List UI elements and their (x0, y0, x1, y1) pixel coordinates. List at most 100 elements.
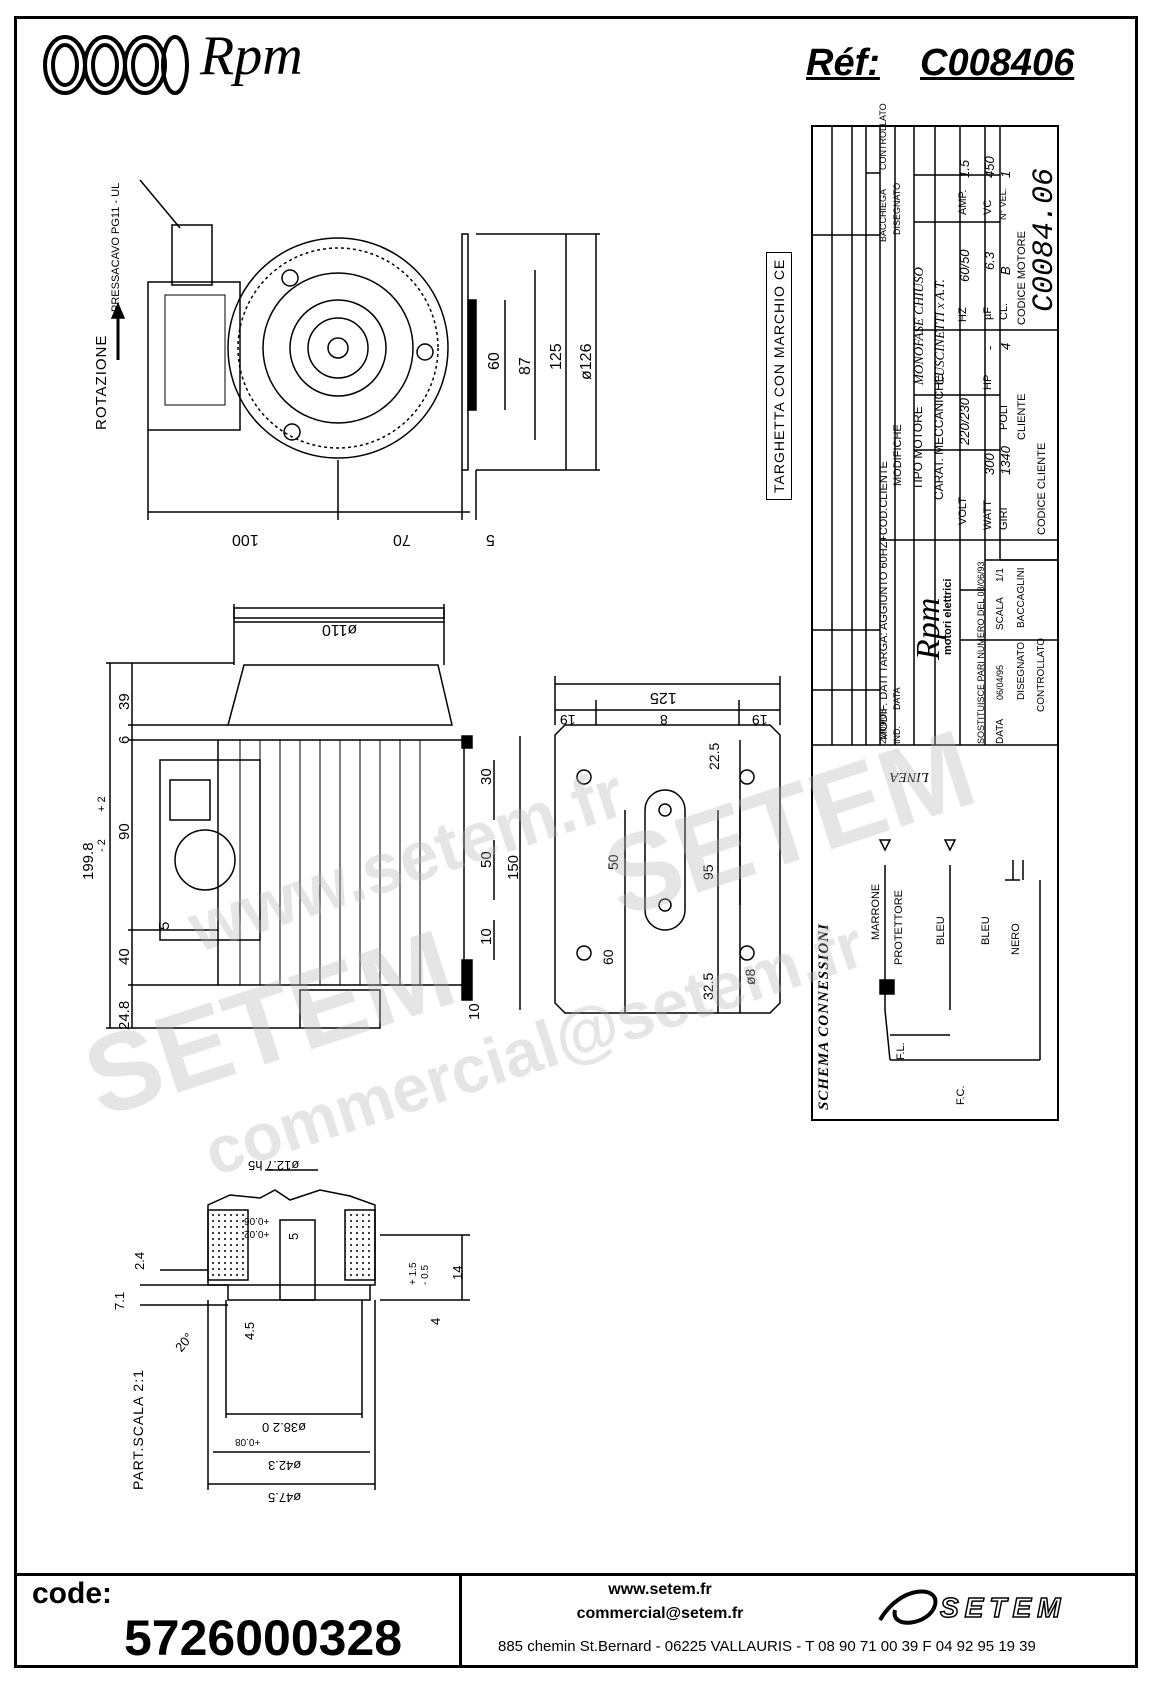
dim-60: 60 (486, 352, 503, 370)
dim-70: 70 (393, 531, 411, 548)
codice-motore-label: CODICE MOTORE (1016, 231, 1028, 325)
tipo-motore: MONOFASE CHIUSO (911, 267, 926, 385)
wire-marrone: MARRONE (870, 883, 882, 940)
flange-view (554, 676, 781, 1014)
giri-label: GIRI (998, 507, 1010, 530)
code-label: code: (32, 1577, 113, 1610)
dim-90: 90 (116, 823, 133, 840)
fl-label: F.L. (895, 1042, 907, 1060)
controllato-label: CONTROLLATO (1036, 637, 1047, 712)
setem-wordmark: SETEM (939, 1591, 1067, 1624)
dim-5b: 5 (156, 921, 173, 930)
dim-5c: 5 (286, 1232, 301, 1240)
dim-7-1: 7.1 (112, 1291, 127, 1310)
dim-d126: ø126 (578, 343, 595, 380)
disegnato-label: DISEGNATO (1016, 642, 1027, 700)
dim-2-4: 2.4 (132, 1251, 147, 1270)
nvel-label: N° VEL. (998, 187, 1008, 220)
amp-label: AMP. (957, 189, 969, 215)
coil-logo-icon (43, 35, 189, 95)
rev-col-disegnato: BACCHIEGA (878, 188, 888, 242)
dim-d110: ø110 (322, 621, 358, 638)
vc-value: 450 (982, 156, 997, 178)
brand-name: Rpm (200, 25, 303, 87)
tolerance-main: 199.8 (80, 842, 97, 880)
wiring-diagram (878, 839, 1041, 1061)
code-box: code: 5726000328 (14, 1573, 462, 1668)
dim-5: 5 (486, 531, 495, 548)
rpm-logo: Rpm (40, 25, 370, 100)
title-block-grid (811, 125, 1059, 1121)
dim-19a: 19 (560, 712, 576, 728)
cl-label: CL. (998, 302, 1010, 320)
dim-30: 30 (478, 768, 495, 785)
hz-label: HZ (957, 307, 969, 322)
nameplate-note: TARGHETTA CON MARCHIO CE (766, 251, 792, 500)
modifiche-label: MODIFICHE (892, 424, 904, 486)
nvel-value: 1 (998, 170, 1013, 178)
contact-block: www.setem.fr commercial@setem.fr (480, 1578, 840, 1626)
dim-125: 125 (548, 343, 565, 370)
fc-label: F.C. (955, 1085, 967, 1105)
tolerance-bottom: - 2 (96, 839, 108, 852)
detail-title: PART.SCALA 2:1 (130, 1369, 146, 1490)
cable-gland-label: PRESSACAVO PG11 - UL (110, 182, 122, 312)
dim-39: 39 (116, 693, 133, 710)
dim-8a: 8 (660, 712, 668, 728)
drawing-frame (14, 16, 1138, 1668)
uf-value: 6.3 (982, 251, 997, 270)
tipo-motore-label: TIPO MOTORE (911, 406, 925, 490)
dim-87: 87 (517, 357, 534, 375)
dim-10b: 10 (478, 928, 495, 945)
tol-006: +0.06 (244, 1215, 270, 1226)
cl-value: B (998, 266, 1013, 275)
dim-6: 6 (116, 735, 133, 744)
dim-19b: 19 (752, 712, 768, 728)
rev-col-controllato: CONTROLLATO (878, 103, 888, 170)
footer-divider (14, 1573, 1138, 1576)
vc-label: VC (982, 199, 994, 215)
setem-logo: SETEM (860, 1580, 1110, 1640)
cliente-label: CLIENTE (1016, 393, 1028, 440)
codice-cliente-label: CODICE CLIENTE (1036, 442, 1048, 535)
code-value: 5726000328 (124, 1610, 403, 1666)
rotation-label: ROTAZIONE (93, 334, 110, 430)
wire-bleu-1: BLEU (935, 916, 947, 945)
amp-value: 1.5 (957, 159, 972, 178)
codice-motore: C0084.06 (1028, 167, 1062, 312)
revision-text: MODIF. DATI TARGA: AGGIUNTO 60HZ+COD.CLI… (878, 461, 890, 740)
technical-drawing (106, 125, 1059, 1490)
volt-label: VOLT (957, 497, 969, 525)
ref-label: Réf: (806, 42, 880, 84)
tol-002: +0.02 (244, 1228, 270, 1239)
tolerance-value: 199.8 (80, 842, 97, 880)
dim-4-5: 4.5 (242, 1321, 257, 1340)
data-value: 06/04/95 (995, 664, 1005, 700)
dim-14: 14 (450, 1265, 465, 1280)
disegnato-value: BACCAGLINI (1016, 567, 1027, 628)
ref-value: C008406 (920, 42, 1075, 84)
giri-value: 1340 (998, 446, 1013, 475)
protettore-label: PROTETTORE (893, 890, 905, 965)
dim-100: 100 (232, 531, 259, 548)
tol-008: +0.08 (235, 1436, 261, 1447)
data-header: DATA (892, 687, 902, 710)
uf-label: µF (982, 306, 994, 320)
email-link[interactable]: commercial@setem.fr (576, 1605, 744, 1622)
side-view (106, 604, 521, 1029)
hp-value: - (982, 345, 997, 350)
dim-125b: 125 (650, 689, 677, 706)
address-line: 885 chemin St.Bernard - 06225 VALLAURIS … (498, 1638, 1036, 1655)
dim-d47-5: ø47.5 (268, 1490, 302, 1505)
scala-value: 1/1 (995, 568, 1006, 582)
dim-40: 40 (116, 948, 133, 965)
dim-60b: 60 (600, 949, 616, 965)
front-view (110, 179, 600, 520)
sostituisce-text: SOSTITUISCE PARI NUMERO DEL 08/06/93 (976, 561, 986, 744)
website-link[interactable]: www.setem.fr (608, 1581, 712, 1598)
hp-label: HP (982, 374, 994, 390)
poli-label: POLI (998, 404, 1010, 430)
poli-value: 4 (998, 342, 1013, 350)
detail-view (140, 1169, 470, 1490)
dim-d38-2: ø38.2 0 (262, 1420, 307, 1435)
